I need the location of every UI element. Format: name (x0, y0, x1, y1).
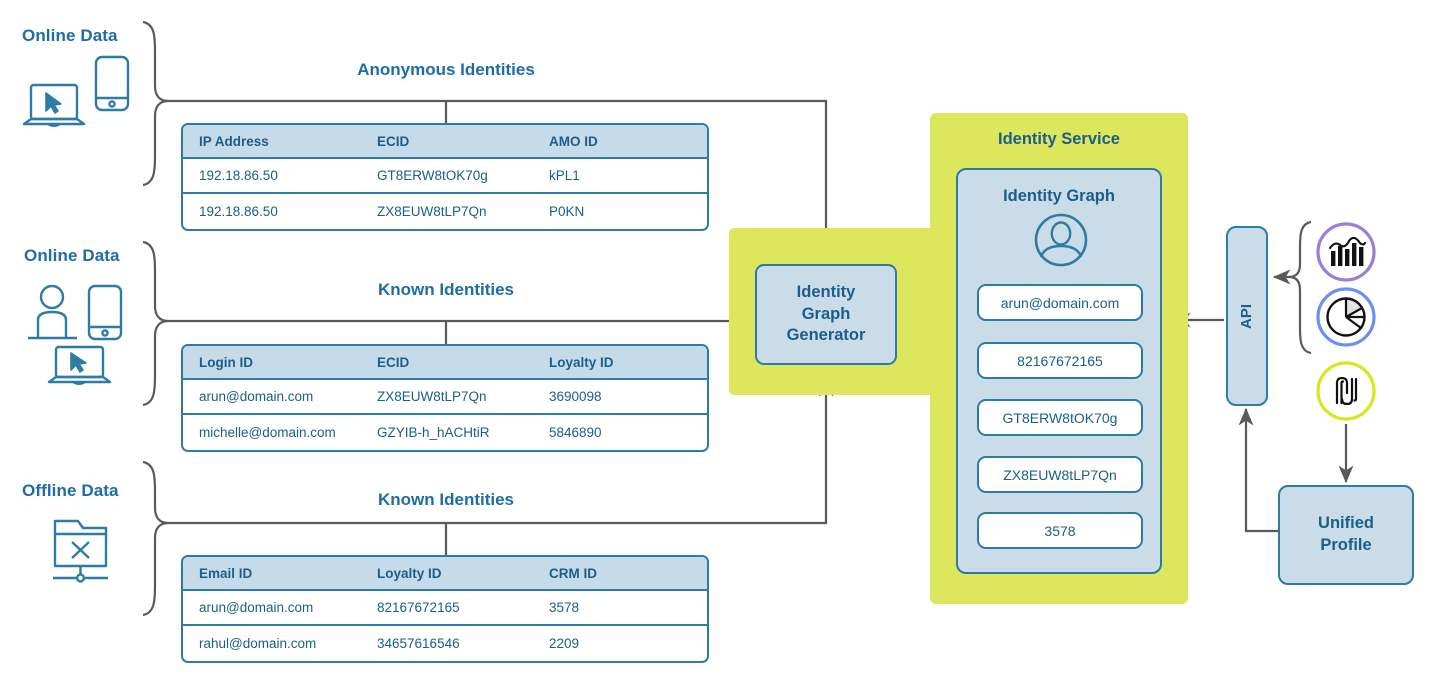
table-cell: 3690098 (549, 389, 602, 404)
identity-chip[interactable]: GT8ERW8tOK70g (977, 399, 1143, 436)
section-title-anonymous-identities: Anonymous Identities (357, 60, 535, 79)
table-cell: 2209 (549, 636, 580, 651)
table-anonymous-identities: IP Address ECID AMO ID 192.18.86.50 GT8E… (181, 123, 709, 231)
analytics-bar-chart-icon[interactable] (1314, 220, 1378, 284)
table-cell: michelle@domain.com (199, 425, 336, 440)
identity-chip[interactable]: 3578 (977, 512, 1143, 549)
table-cell: rahul@domain.com (199, 636, 317, 651)
source-label-online-data-1: Online Data (22, 26, 118, 45)
identity-service-title: Identity Service (998, 130, 1120, 148)
igg-line-3: Generator (786, 326, 866, 345)
column-header: CRM ID (549, 565, 597, 581)
table-row: 192.18.86.50 GT8ERW8tOK70g kPL1 (183, 159, 707, 194)
connector-profile-to-api (1238, 407, 1278, 533)
unified-profile-line-1: Unified (1318, 514, 1374, 533)
table-cell: 192.18.86.50 (199, 168, 278, 183)
table-cell: 34657616546 (377, 636, 460, 651)
table-header-row: Email ID Loyalty ID CRM ID (183, 557, 707, 591)
identity-graph-title: Identity Graph (1003, 187, 1115, 205)
identity-chip[interactable]: arun@domain.com (977, 284, 1143, 321)
column-header: ECID (377, 133, 410, 149)
folder-x-icon (53, 519, 108, 583)
table-header-row: Login ID ECID Loyalty ID (183, 346, 707, 380)
table-cell: arun@domain.com (199, 389, 314, 404)
table-cell: 5846890 (549, 425, 602, 440)
column-header: AMO ID (549, 133, 598, 149)
table-cell: 3578 (549, 600, 580, 615)
table-cell: ZX8EUW8tLP7Qn (377, 204, 487, 219)
table-cell: ZX8EUW8tLP7Qn (377, 389, 487, 404)
phone-icon (87, 284, 123, 341)
source-icons-group-2 (28, 284, 123, 385)
brace-apps-upper (1288, 220, 1312, 279)
column-header: IP Address (199, 133, 269, 149)
source-icons-group-3 (53, 519, 108, 583)
source-label-online-data-2: Online Data (24, 246, 120, 265)
identity-chip[interactable]: 82167672165 (977, 342, 1143, 379)
connector-offline (168, 378, 834, 525)
brace-mid-lower (142, 319, 169, 407)
table-row: rahul@domain.com 34657616546 2209 (183, 626, 707, 661)
identity-graph-generator-box[interactable]: Identity Graph Generator (755, 264, 897, 365)
table-header-row: IP Address ECID AMO ID (183, 125, 707, 159)
table-cell: GT8ERW8tOK70g (377, 168, 488, 183)
laptop-cursor-icon (22, 83, 86, 127)
table-cell: GZYIB-h_hACHtiR (377, 425, 490, 440)
phone-icon (94, 55, 130, 112)
identity-graph-panel: Identity Graph arun@domain.com 821676721… (956, 168, 1162, 574)
table-row: arun@domain.com 82167672165 3578 (183, 591, 707, 626)
connector-anonymous (168, 99, 834, 256)
igg-line-2: Graph (801, 304, 851, 323)
table-row: 192.18.86.50 ZX8EUW8tLP7Qn P0KN (183, 194, 707, 229)
table-cell: 82167672165 (377, 600, 460, 615)
table-cell: arun@domain.com (199, 600, 314, 615)
unified-profile-box[interactable]: Unified Profile (1278, 485, 1414, 585)
brace-mid-upper (142, 240, 169, 323)
brace-bot-lower (142, 521, 169, 617)
section-title-known-identities-offline: Known Identities (378, 490, 514, 509)
brace-top-lower (142, 99, 169, 187)
igg-line-1: Identity (796, 282, 856, 301)
laptop-cursor-icon (47, 345, 112, 385)
brace-bot-upper (142, 460, 169, 525)
table-cell: 192.18.86.50 (199, 204, 278, 219)
column-header: Loyalty ID (377, 565, 442, 581)
experience-platform-icon[interactable] (1314, 359, 1378, 423)
pie-chart-icon[interactable] (1314, 285, 1378, 349)
table-known-identities-offline: Email ID Loyalty ID CRM ID arun@domain.c… (181, 555, 709, 663)
api-box[interactable]: API (1226, 226, 1268, 406)
source-label-offline-data: Offline Data (22, 481, 119, 500)
unified-profile-line-2: Profile (1320, 536, 1372, 554)
column-header: Loyalty ID (549, 354, 614, 370)
source-icons-group-1 (22, 55, 130, 127)
api-label: API (1238, 303, 1256, 329)
user-avatar-icon (1034, 213, 1088, 267)
table-row: arun@domain.com ZX8EUW8tLP7Qn 3690098 (183, 380, 707, 415)
brace-apps-lower (1288, 275, 1312, 355)
table-cell: kPL1 (549, 168, 580, 183)
table-cell: P0KN (549, 204, 585, 219)
table-known-identities-online: Login ID ECID Loyalty ID arun@domain.com… (181, 344, 709, 452)
person-icon (28, 284, 77, 340)
section-title-known-identities-online: Known Identities (378, 280, 514, 299)
table-row: michelle@domain.com GZYIB-h_hACHtiR 5846… (183, 415, 707, 450)
brace-top-upper (142, 20, 169, 103)
column-header: ECID (377, 354, 410, 370)
column-header: Login ID (199, 354, 253, 370)
column-header: Email ID (199, 565, 253, 581)
identity-chip[interactable]: ZX8EUW8tLP7Qn (977, 456, 1143, 493)
